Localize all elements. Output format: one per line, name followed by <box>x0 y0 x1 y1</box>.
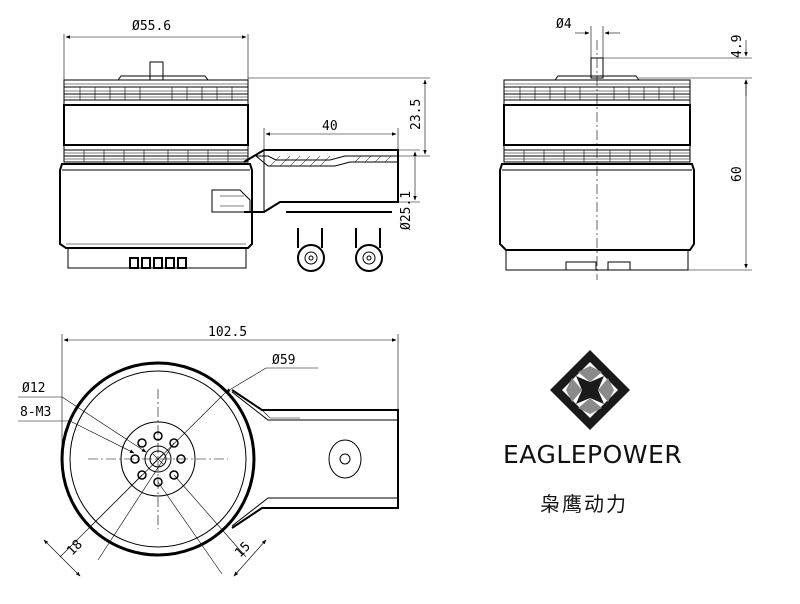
dim-body-diameter: Ø59 <box>272 353 295 368</box>
brand-chinese-name: 枭鹰动力 <box>540 492 628 516</box>
side-view: Ø4 4.9 60 <box>499 17 752 280</box>
front-view: Ø55.6 40 23.5 Ø25.1 <box>59 19 430 272</box>
dim-rotor-height: 23.5 <box>409 99 424 130</box>
dim-total-height: 60 <box>730 166 745 182</box>
brand-name: EAGLEPOWER <box>503 440 683 469</box>
dim-front-diameter: Ø55.6 <box>132 19 171 34</box>
dim-arm-tube-diameter: Ø25.1 <box>399 191 414 230</box>
dim-center-hole: Ø12 <box>22 381 45 396</box>
dim-shaft-diameter: Ø4 <box>556 17 572 32</box>
dim-screw-holes: 8-M3 <box>20 405 51 420</box>
eaglepower-logo-icon <box>550 350 630 430</box>
dim-total-length: 102.5 <box>208 325 247 340</box>
dim-shaft-height: 4.9 <box>730 35 745 58</box>
dim-hole-spacing-a: 18 <box>64 537 86 559</box>
dim-arm-length: 40 <box>322 119 338 134</box>
bottom-view: 102.5 Ø59 Ø12 8-M3 18 15 <box>18 325 399 577</box>
